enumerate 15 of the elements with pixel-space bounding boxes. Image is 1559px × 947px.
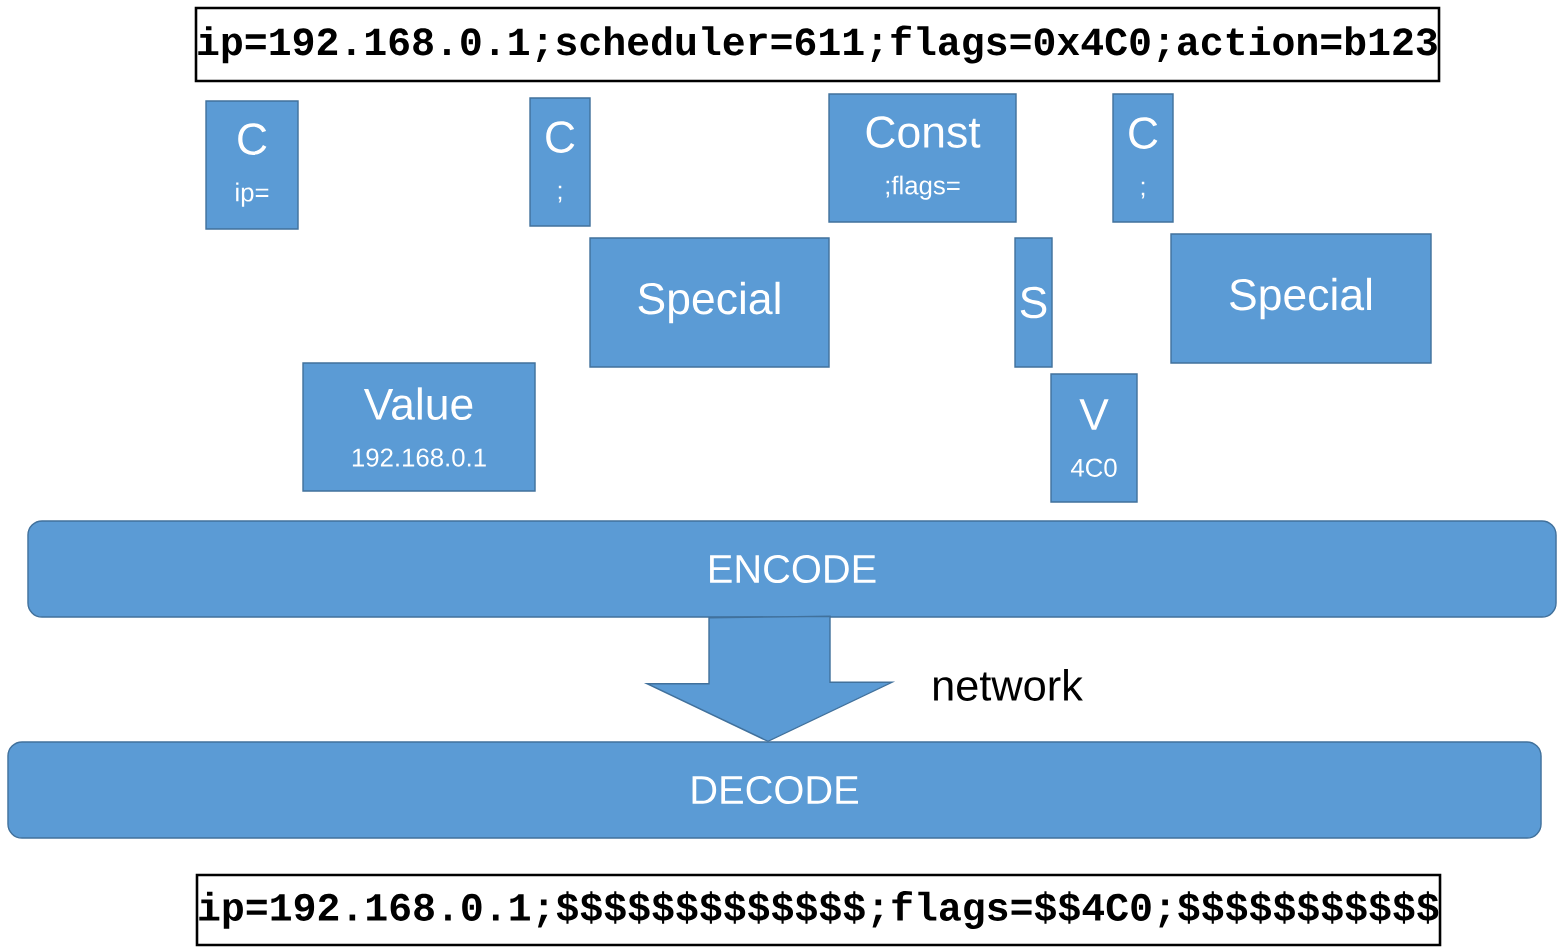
- token-box: C ;: [1112, 93, 1174, 223]
- token-box: Const ;flags=: [828, 93, 1017, 223]
- token-box: Special: [1170, 233, 1432, 364]
- token-box: Value 192.168.0.1: [302, 362, 536, 492]
- token-box: S: [1014, 237, 1053, 368]
- stage-bar: DECODE: [7, 741, 1542, 839]
- string-box: ip=192.168.0.1;scheduler=611;flags=0x4C0;action=b123: [194, 6, 1441, 83]
- string-box: ip=192.168.0.1;$$$$$$$$$$$$$;flags=$$4C0;$$$$$$$$$$$: [195, 873, 1442, 947]
- token-box: C ip=: [205, 100, 299, 230]
- token-box: V 4C0: [1050, 373, 1138, 503]
- stage-bar: ENCODE: [27, 520, 1557, 618]
- token-box: Special: [589, 237, 830, 368]
- token-box: C ;: [529, 97, 591, 227]
- block-arrow: [643, 615, 896, 743]
- edge-label: network: [934, 669, 1083, 701]
